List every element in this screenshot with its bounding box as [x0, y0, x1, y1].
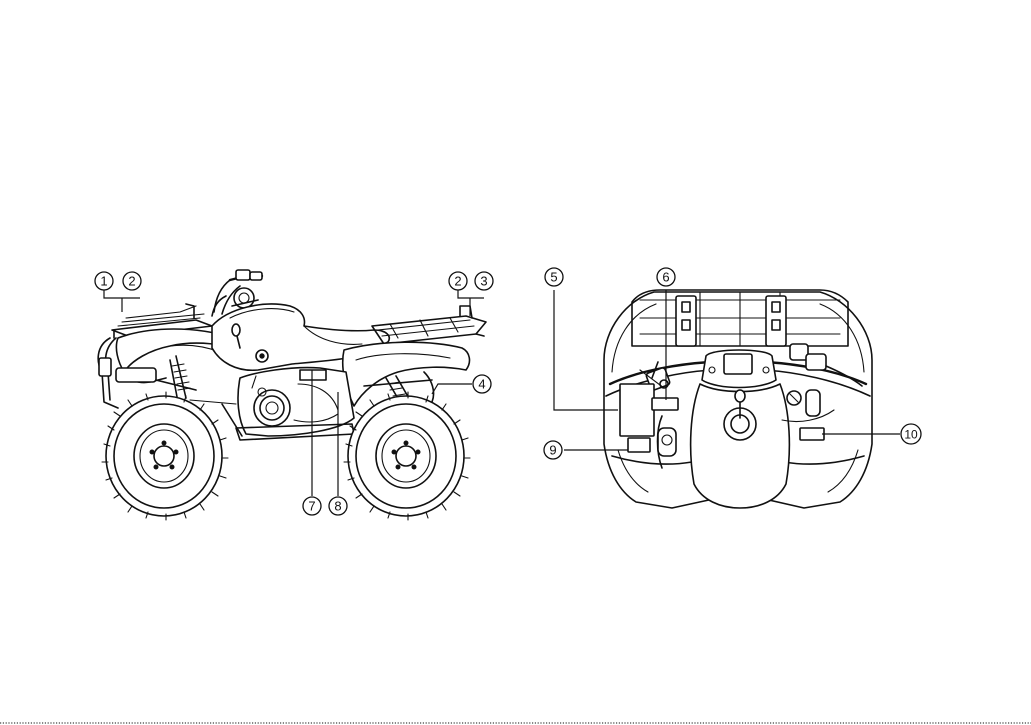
callout-7: 7 [303, 497, 321, 515]
svg-text:2: 2 [454, 274, 461, 289]
callout-3: 3 [475, 272, 493, 290]
front-bumper [98, 338, 118, 408]
svg-text:1: 1 [100, 274, 107, 289]
instrument-cluster [702, 350, 776, 388]
callout-4: 4 [473, 375, 491, 393]
svg-text:10: 10 [904, 428, 918, 442]
atv-side-view [98, 270, 486, 520]
leader-4 [432, 384, 472, 394]
callout-1: 1 [95, 272, 113, 290]
callout-10: 10 [901, 424, 921, 444]
svg-text:2: 2 [128, 274, 135, 289]
callout-9: 9 [544, 441, 562, 459]
front-wheel [102, 392, 228, 520]
rear-wheel [344, 392, 470, 520]
svg-text:5: 5 [550, 270, 557, 285]
leader-1-2 [104, 290, 140, 312]
fuel-tank-top [691, 384, 790, 508]
svg-text:6: 6 [662, 270, 669, 285]
svg-text:4: 4 [478, 377, 485, 392]
callout-8: 8 [329, 497, 347, 515]
callout-6: 6 [657, 268, 675, 286]
callout-5: 5 [545, 268, 563, 286]
callout-2-left: 2 [123, 272, 141, 290]
svg-text:9: 9 [549, 443, 556, 458]
svg-text:3: 3 [480, 274, 487, 289]
atv-rear-view [604, 290, 872, 508]
svg-text:7: 7 [308, 499, 315, 514]
callout-2-right: 2 [449, 272, 467, 290]
svg-text:8: 8 [334, 499, 341, 514]
